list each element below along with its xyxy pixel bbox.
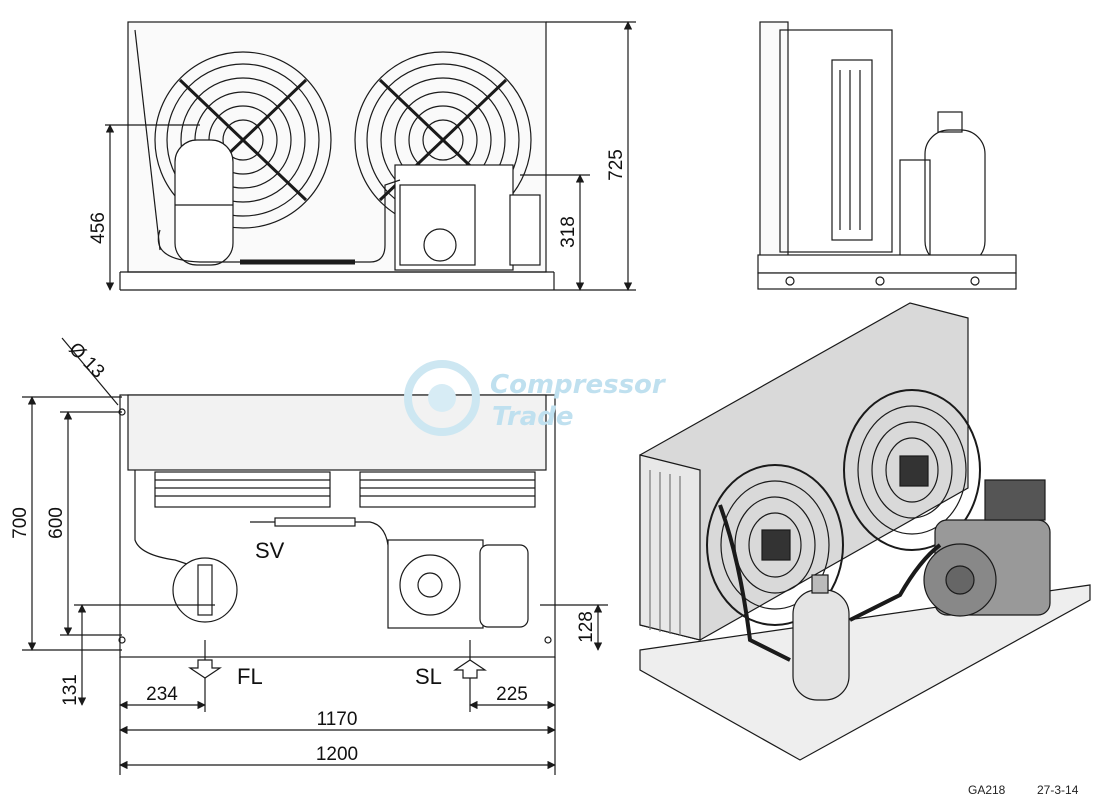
watermark-logo-icon xyxy=(404,360,480,436)
iso-fan-right xyxy=(843,389,981,551)
receiver-top xyxy=(174,139,234,266)
iso-compressor xyxy=(923,479,1051,617)
drawing-code: GA218 xyxy=(968,783,1006,797)
dim-725: 725 xyxy=(606,149,627,181)
dim-225: 225 xyxy=(496,684,528,705)
compressor-top xyxy=(394,164,541,271)
iso-receiver xyxy=(792,574,850,701)
watermark-line1: Compressor xyxy=(490,370,667,400)
compressor-front xyxy=(387,539,529,629)
dim-700: 700 xyxy=(10,507,31,539)
dim-131: 131 xyxy=(60,674,81,706)
dim-600: 600 xyxy=(46,507,67,539)
front-view xyxy=(22,337,608,775)
isometric-view xyxy=(639,302,1091,761)
label-sv: SV xyxy=(255,538,285,563)
dim-1200: 1200 xyxy=(316,744,358,765)
coil-right xyxy=(359,471,536,508)
dim-1170: 1170 xyxy=(317,709,358,730)
dim-234: 234 xyxy=(146,684,178,705)
dim-318: 318 xyxy=(558,216,579,248)
watermark: Compressor Trade xyxy=(404,360,667,436)
iso-fan-left xyxy=(706,464,844,626)
top-view xyxy=(105,21,636,291)
dim-128: 128 xyxy=(576,611,597,643)
coil-left xyxy=(154,471,331,508)
label-fl: FL xyxy=(237,664,263,689)
label-sl: SL xyxy=(415,664,442,689)
side-view xyxy=(757,21,1017,290)
dim-456: 456 xyxy=(88,212,109,244)
dim-diameter-13: Ø 13 xyxy=(64,339,108,383)
watermark-line2: Trade xyxy=(492,402,574,432)
drawing-date: 27-3-14 xyxy=(1037,783,1079,797)
